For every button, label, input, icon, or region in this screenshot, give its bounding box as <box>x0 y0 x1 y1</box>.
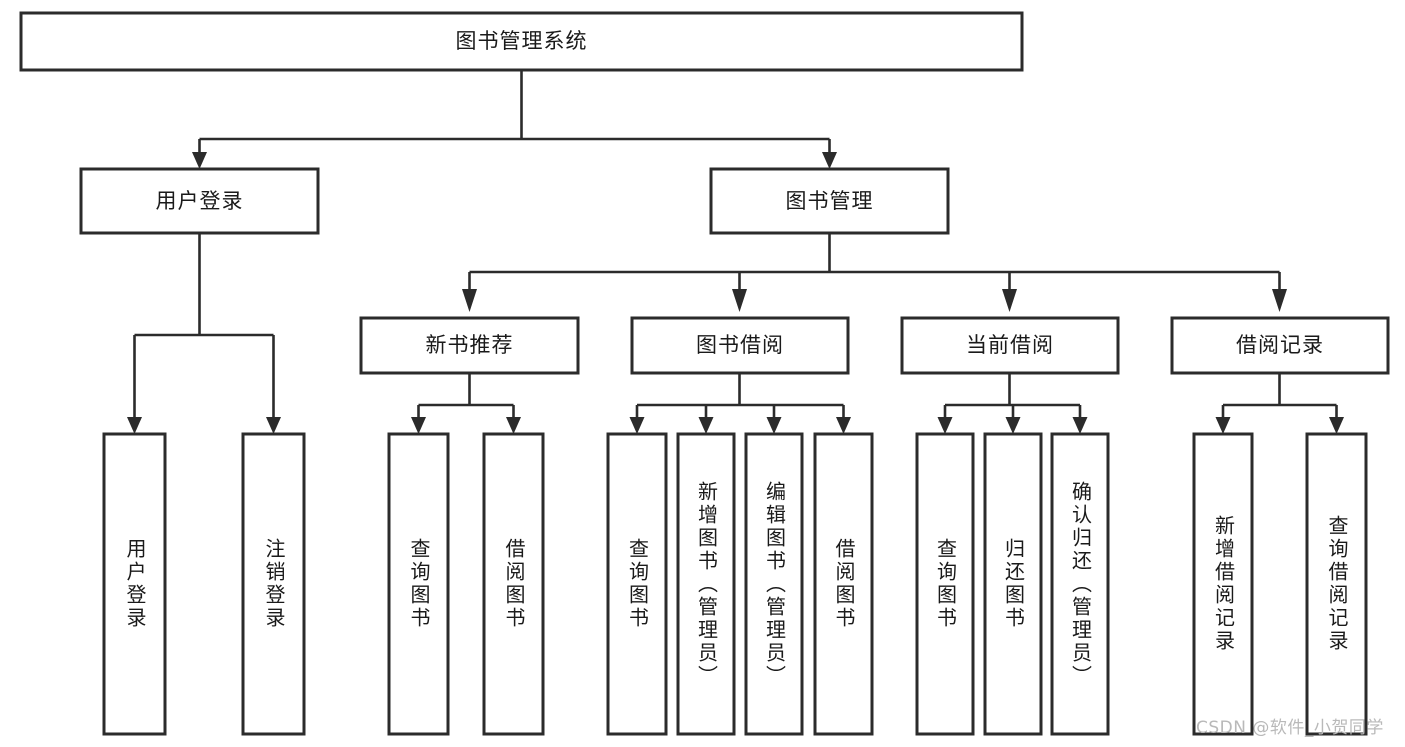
node-box-leaf-6[interactable] <box>744 432 804 736</box>
node-box-leaf-10[interactable] <box>1050 432 1110 736</box>
connector-group <box>127 70 1344 434</box>
arrow-to-current <box>1002 289 1017 312</box>
arrow-to-borrow <box>732 289 747 312</box>
arrow-newbook-leaf2 <box>506 417 521 434</box>
node-box-level1-1[interactable] <box>709 167 950 235</box>
arrow-current-leaf3 <box>1072 417 1088 434</box>
node-box-level2-3[interactable] <box>1170 316 1390 375</box>
arrow-borrow-leaf1 <box>629 417 645 434</box>
node-box-level2-1[interactable] <box>630 316 850 375</box>
node-box-level1-0[interactable] <box>79 167 320 235</box>
node-box-leaf-2[interactable] <box>387 432 450 736</box>
node-box-leaf-5[interactable] <box>676 432 736 736</box>
arrow-borrow-leaf2 <box>698 417 714 434</box>
node-box-leaf-1[interactable] <box>241 432 306 736</box>
arrow-leaf-logout <box>266 417 281 434</box>
arrow-to-record <box>1272 289 1287 312</box>
node-box-level2-0[interactable] <box>359 316 580 375</box>
arrow-borrow-leaf4 <box>836 417 851 434</box>
arrow-borrow-leaf3 <box>766 417 782 434</box>
csdn-watermark: CSDN @软件_小贺同学 <box>1196 718 1384 738</box>
node-box-level2-2[interactable] <box>900 316 1120 375</box>
arrow-to-book-mgmt <box>822 152 837 169</box>
node-box-leaf-11[interactable] <box>1192 432 1254 736</box>
node-box-leaf-12[interactable] <box>1305 432 1368 736</box>
node-box-leaf-0[interactable] <box>102 432 167 736</box>
arrow-to-new-book <box>462 289 477 312</box>
node-box-leaf-3[interactable] <box>482 432 545 736</box>
arrow-to-user-login <box>192 152 207 169</box>
node-box-leaf-4[interactable] <box>606 432 668 736</box>
arrow-current-leaf2 <box>1005 417 1021 434</box>
node-box-leaf-9[interactable] <box>983 432 1043 736</box>
arrow-newbook-leaf1 <box>411 417 426 434</box>
arrow-leaf-user-login <box>127 417 142 434</box>
arrow-record-leaf1 <box>1215 417 1231 434</box>
node-box-leaf-7[interactable] <box>813 432 874 736</box>
arrow-current-leaf1 <box>937 417 953 434</box>
node-box-group <box>19 11 1390 736</box>
arrow-record-leaf2 <box>1329 417 1344 434</box>
node-box-title[interactable] <box>19 11 1024 72</box>
node-box-leaf-8[interactable] <box>915 432 975 736</box>
